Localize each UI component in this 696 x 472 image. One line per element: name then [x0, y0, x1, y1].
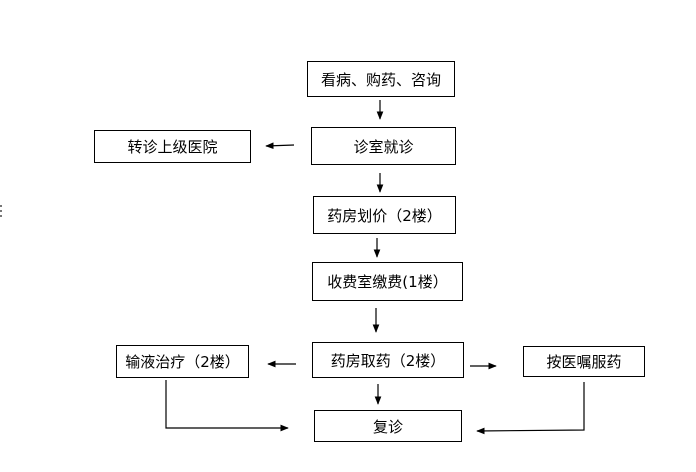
- node-clinic: 诊室就诊: [311, 127, 456, 165]
- arrow-clinic-to-referral: [265, 142, 295, 150]
- node-revisit-label: 复诊: [372, 417, 403, 436]
- arrow-medication-to-revisit: [476, 382, 585, 435]
- node-revisit: 复诊: [314, 410, 462, 442]
- node-consult-label: 看病、购药、咨询: [320, 70, 441, 89]
- node-infusion-label: 输液治疗（2楼）: [125, 353, 240, 371]
- arrow-infusion-to-revisit: [165, 380, 289, 432]
- node-pricing: 药房划价（2楼）: [313, 196, 456, 234]
- node-medication: 按医嘱服药: [523, 346, 645, 377]
- node-payment-label: 收费室缴费(1楼）: [327, 273, 448, 291]
- node-pickup: 药房取药（2楼）: [312, 342, 464, 378]
- node-payment: 收费室缴费(1楼）: [312, 262, 463, 301]
- margin-marker: [0, 205, 4, 217]
- node-pickup-label: 药房取药（2楼）: [330, 351, 446, 370]
- node-pricing-label: 药房划价（2楼）: [327, 206, 442, 225]
- node-infusion: 输液治疗（2楼）: [116, 345, 249, 378]
- node-medication-label: 按医嘱服药: [546, 353, 622, 371]
- node-clinic-label: 诊室就诊: [353, 137, 414, 156]
- node-referral: 转诊上级医院: [94, 130, 251, 163]
- node-referral-label: 转诊上级医院: [127, 138, 218, 156]
- node-consult: 看病、购药、咨询: [307, 61, 455, 97]
